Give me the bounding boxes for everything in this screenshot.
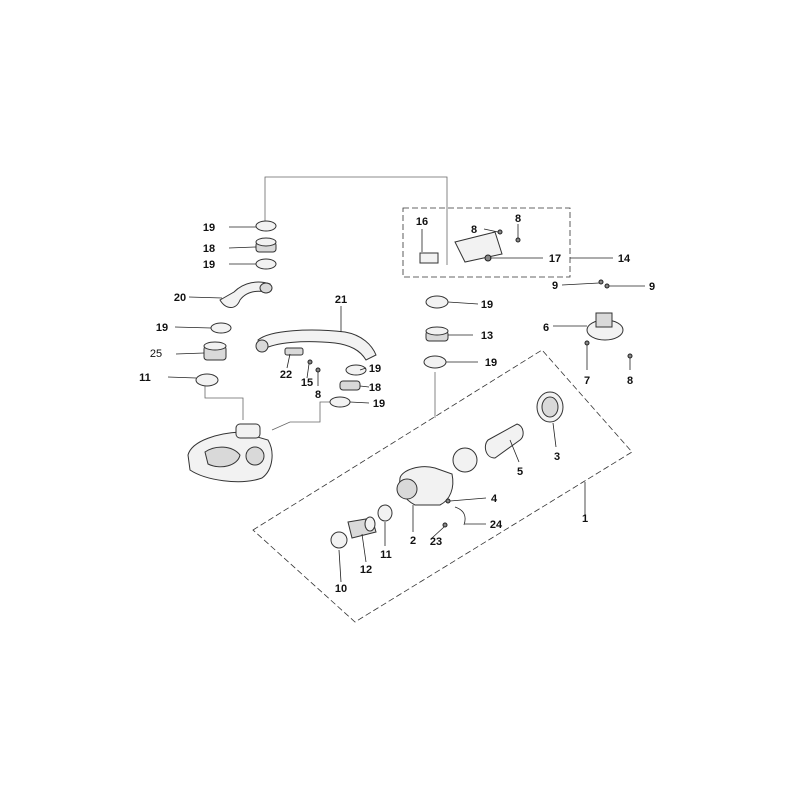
air-filter-housing-2 xyxy=(396,466,454,506)
label-1: 1 xyxy=(582,513,588,525)
seal-ring xyxy=(452,447,478,473)
label-24: 24 xyxy=(490,519,503,531)
screw-8-top-a xyxy=(497,229,503,235)
screw-15 xyxy=(307,359,313,365)
label-20: 20 xyxy=(174,292,186,304)
boot-25 xyxy=(203,341,227,361)
mid-connection-line xyxy=(271,401,340,431)
filter-cartridge-5 xyxy=(484,423,524,459)
screw-8-right xyxy=(627,353,633,359)
label-8-top-b: 8 xyxy=(515,213,521,225)
clamp-11-left xyxy=(195,373,219,387)
clip-23 xyxy=(442,522,448,528)
label-2: 2 xyxy=(410,535,416,547)
label-18-mid: 18 xyxy=(369,382,381,394)
strap-bracket-6 xyxy=(586,312,624,341)
label-19-right-top: 19 xyxy=(481,299,493,311)
label-12: 12 xyxy=(360,564,372,576)
label-14: 14 xyxy=(618,253,631,265)
bracket-17 xyxy=(454,231,503,263)
leader-lines xyxy=(167,224,645,583)
clip-4 xyxy=(445,498,451,504)
label-10: 10 xyxy=(335,583,347,595)
clamp-ring-19-mid xyxy=(345,364,367,376)
end-cover-3 xyxy=(536,391,564,423)
label-16: 16 xyxy=(416,216,428,228)
label-22: 22 xyxy=(280,369,292,381)
clamp-ring-19-top xyxy=(255,220,277,232)
clamp-11-lower xyxy=(377,504,393,522)
label-5: 5 xyxy=(517,466,523,478)
assembly-outline-1 xyxy=(252,349,633,623)
clamp-ring-19-right-top xyxy=(425,295,449,309)
fitting-22 xyxy=(284,347,304,356)
coupling-18-top xyxy=(255,237,277,253)
screw-9-a xyxy=(598,279,604,285)
assembly-box-14 xyxy=(402,207,571,278)
screw-9-b xyxy=(604,283,610,289)
label-19-lower-mid: 19 xyxy=(373,398,385,410)
label-19-left-mid: 19 xyxy=(156,322,168,334)
label-17: 17 xyxy=(549,253,561,265)
screw-8-left xyxy=(315,367,321,373)
filter-element-16 xyxy=(419,252,439,264)
duct-20 xyxy=(219,281,273,308)
clamp-ring-19-right-bottom xyxy=(423,355,447,369)
screw-8-top-b xyxy=(515,237,521,243)
label-9-right: 9 xyxy=(649,281,655,293)
clamp-ring-19-upper-mid xyxy=(255,258,277,270)
label-19-mid: 19 xyxy=(369,363,381,375)
label-13: 13 xyxy=(481,330,493,342)
label-11-lower: 11 xyxy=(380,549,392,561)
label-25: 25 xyxy=(150,348,162,360)
screw-7 xyxy=(584,340,590,346)
label-3: 3 xyxy=(554,451,560,463)
label-18-top: 18 xyxy=(203,243,215,255)
label-19-right-bottom: 19 xyxy=(485,357,497,369)
label-23: 23 xyxy=(430,536,442,548)
label-8-left: 8 xyxy=(315,389,321,401)
lower-connection-line xyxy=(204,385,244,420)
intake-duct-21 xyxy=(255,329,377,361)
upper-connection-line xyxy=(264,176,448,265)
label-15: 15 xyxy=(301,377,313,389)
bellows-12 xyxy=(347,516,377,539)
label-4: 4 xyxy=(491,493,498,505)
label-7: 7 xyxy=(584,375,590,387)
label-11-left: 11 xyxy=(139,372,151,384)
clamp-ring-19-lower-mid xyxy=(329,396,351,408)
label-6: 6 xyxy=(543,322,549,334)
gearbox-housing xyxy=(187,423,273,483)
label-8-right: 8 xyxy=(627,375,633,387)
hose-24 xyxy=(454,506,466,526)
clamp-10 xyxy=(330,531,348,549)
label-21: 21 xyxy=(335,294,347,306)
coupling-13 xyxy=(425,326,449,342)
label-8-top-a: 8 xyxy=(471,224,477,236)
label-19-upper-mid: 19 xyxy=(203,259,215,271)
coupling-18-mid xyxy=(339,380,361,391)
clamp-ring-19-left-mid xyxy=(210,322,232,334)
label-9-left: 9 xyxy=(552,280,558,292)
label-19-top: 19 xyxy=(203,222,215,234)
